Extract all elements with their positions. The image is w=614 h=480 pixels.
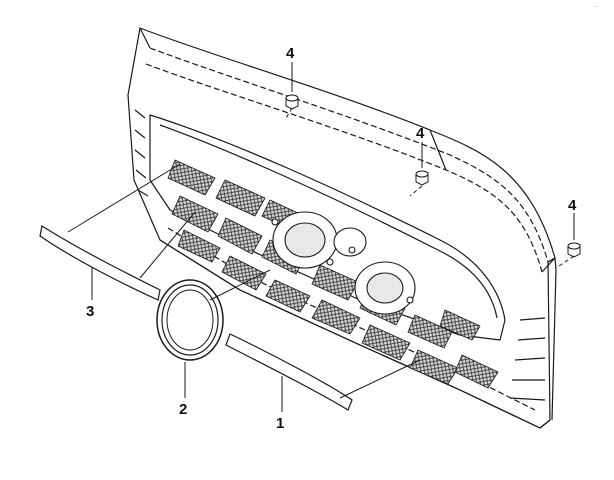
grille-shell xyxy=(127,27,557,429)
left-trim-strip xyxy=(39,225,161,301)
emblem-mount xyxy=(271,211,416,315)
callout-part-2: 2 xyxy=(179,401,187,418)
callout-part-4-upper-center: 4 xyxy=(416,125,425,142)
leader-lines xyxy=(67,62,575,412)
nut-upper-left xyxy=(285,94,299,110)
callout-part-3: 3 xyxy=(86,303,94,320)
callouts: 4 4 4 3 2 1 xyxy=(86,45,577,432)
callout-part-4-upper-left: 4 xyxy=(286,45,295,62)
callout-part-4-upper-right: 4 xyxy=(568,197,577,214)
corner-mark: - - xyxy=(594,4,599,10)
emblem-ring xyxy=(156,279,224,361)
callout-part-1: 1 xyxy=(276,415,284,432)
nut-upper-center xyxy=(415,170,429,186)
nut-upper-right xyxy=(567,242,581,258)
right-trim-strip xyxy=(225,333,353,411)
